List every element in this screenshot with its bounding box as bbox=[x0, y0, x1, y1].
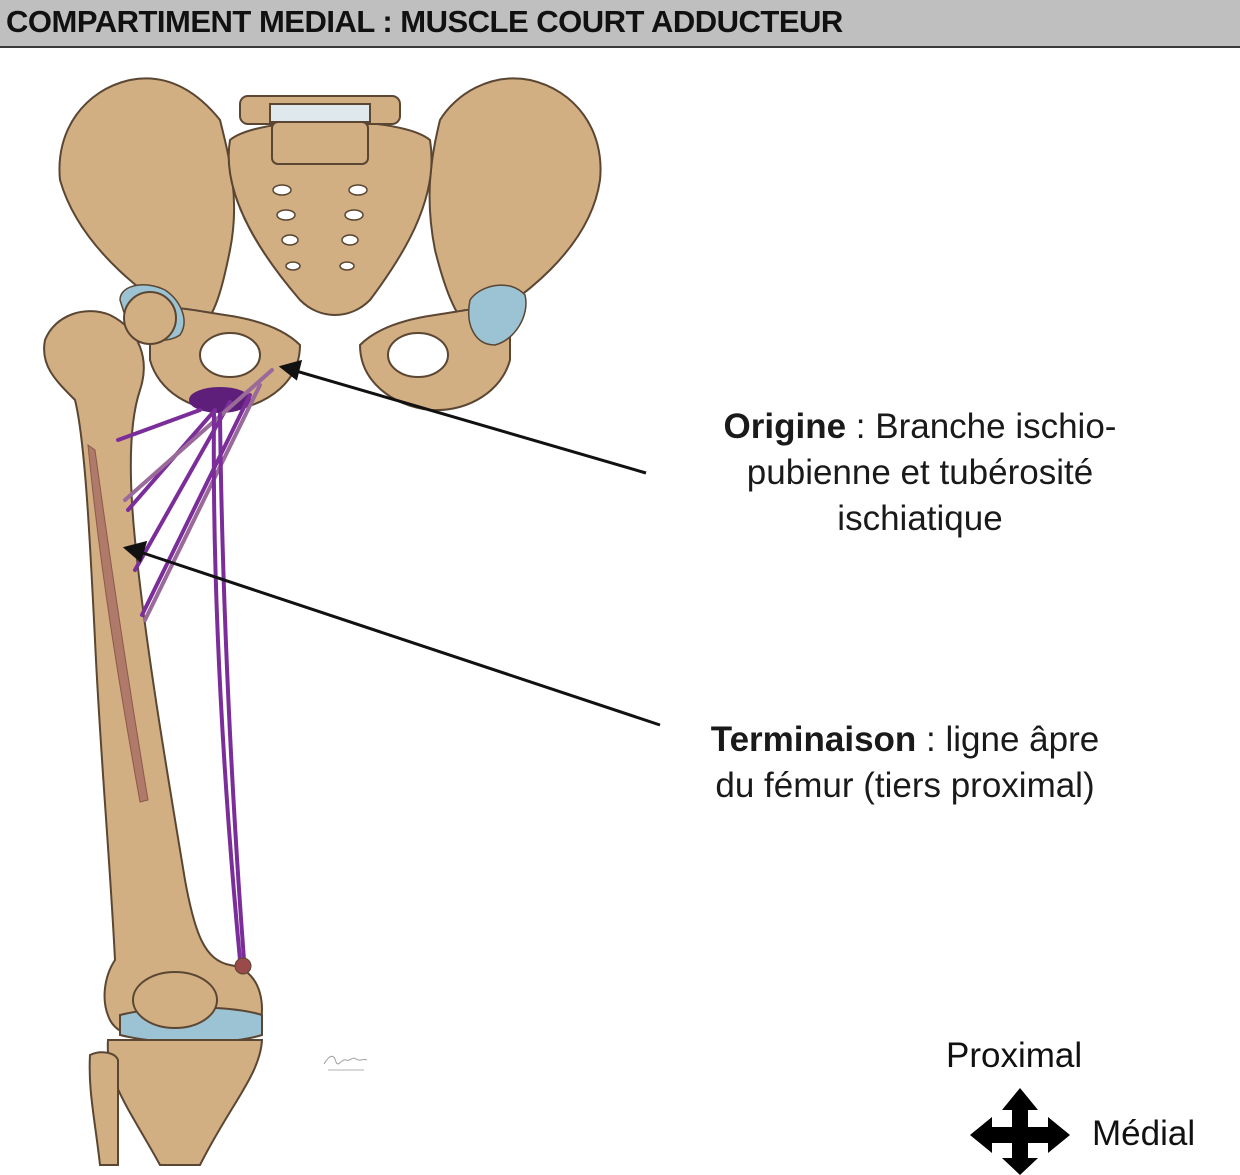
origin-arrow-head bbox=[278, 359, 303, 381]
page-title: COMPARTIMENT MEDIAL : MUSCLE COURT ADDUC… bbox=[6, 4, 843, 39]
linea-aspera-insertion bbox=[87, 443, 149, 803]
origin-label-line-3: ischiatique bbox=[837, 499, 1003, 538]
artist-signature bbox=[320, 1050, 370, 1078]
obturator-foramina bbox=[199, 332, 449, 378]
sacral-foramina bbox=[272, 184, 368, 271]
termination-arrow-head bbox=[122, 540, 148, 563]
header-bar: COMPARTIMENT MEDIAL : MUSCLE COURT ADDUC… bbox=[0, 0, 1240, 48]
origin-keyword: Origine bbox=[723, 407, 847, 446]
termination-arrow-line bbox=[139, 550, 661, 727]
origin-label-line-2: pubienne et tubérosité bbox=[746, 453, 1094, 492]
compass-medial-label: Médial bbox=[1092, 1114, 1196, 1153]
adductor-brevis-muscle bbox=[116, 368, 274, 975]
orientation-compass bbox=[970, 1088, 1070, 1175]
left-iliac-wing bbox=[428, 77, 602, 332]
compass-proximal-label: Proximal bbox=[946, 1036, 1083, 1075]
termination-line-1-text: ligne âpre bbox=[945, 720, 1100, 759]
right-iliac-wing bbox=[58, 77, 236, 332]
origin-separator: : bbox=[846, 407, 876, 446]
knee-joint bbox=[88, 971, 264, 1166]
origin-label-line-1: Origine : Branche ischio- bbox=[700, 404, 1140, 450]
termination-label-line-1: Terminaison : ligne âpre bbox=[685, 717, 1125, 763]
origin-line-1-text: Branche ischio- bbox=[875, 407, 1117, 446]
pointer-arrows bbox=[122, 359, 661, 727]
origin-arrow-line bbox=[295, 369, 647, 475]
termination-label: Terminaison : ligne âpre du fémur (tiers… bbox=[685, 717, 1125, 809]
termination-keyword: Terminaison bbox=[710, 720, 917, 759]
origin-label: Origine : Branche ischio- pubienne et tu… bbox=[700, 404, 1140, 542]
lumbar-vertebra bbox=[239, 95, 401, 165]
signature-mark bbox=[323, 1055, 368, 1071]
termination-label-line-2: du fémur (tiers proximal) bbox=[715, 766, 1095, 805]
termination-separator: : bbox=[916, 720, 946, 759]
